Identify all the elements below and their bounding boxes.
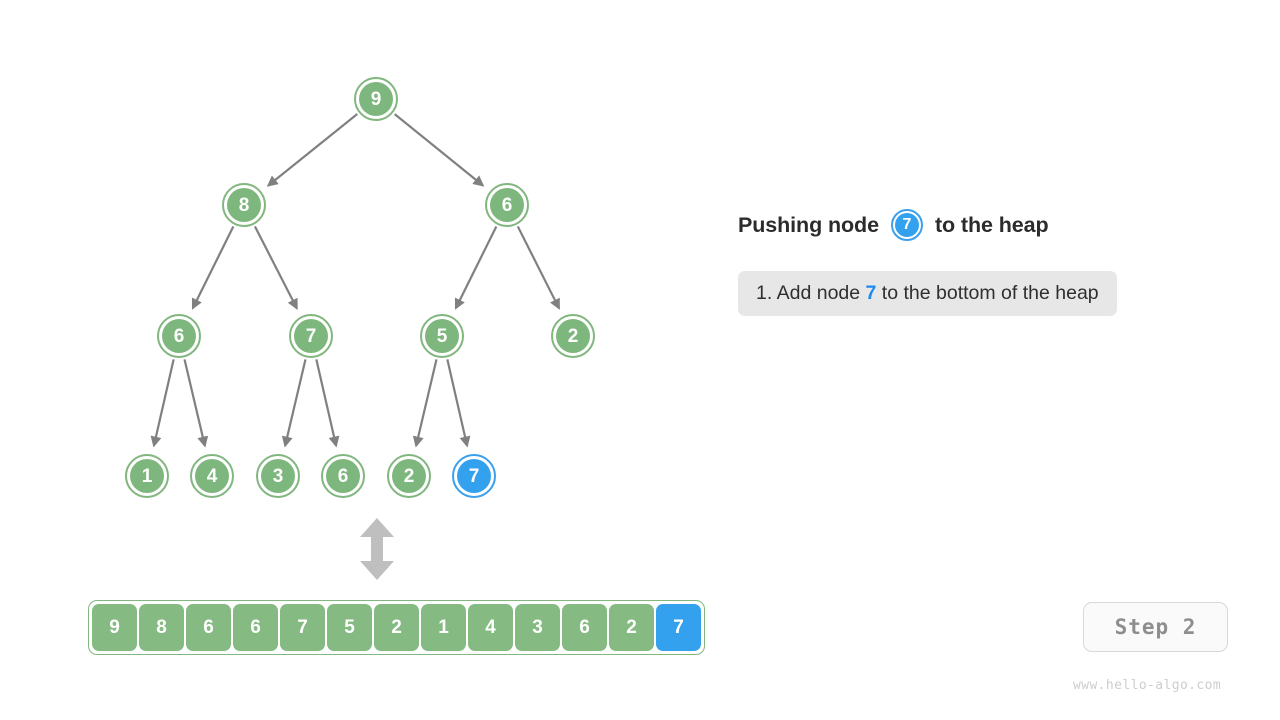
tree-node: 2 [551, 314, 595, 358]
tree-node-label: 9 [370, 88, 382, 110]
tree-node-label: 3 [272, 465, 284, 487]
tree-node-fill [392, 459, 426, 493]
tree-edge [150, 359, 175, 448]
tree-node: 7 [452, 454, 496, 498]
tree-node-fill [425, 319, 459, 353]
tree-edge [516, 225, 561, 310]
array-cell: 6 [562, 604, 607, 651]
tree-node-fill [556, 319, 590, 353]
tree-node-label: 4 [206, 465, 218, 487]
tree-node-fill [294, 319, 328, 353]
tree-node: 7 [289, 314, 333, 358]
tree-node: 4 [190, 454, 234, 498]
tree-edge [281, 359, 307, 448]
tree-node-label: 7 [468, 465, 480, 487]
tree-node-label: 2 [567, 325, 579, 347]
tree-edge [191, 226, 235, 310]
watermark: www.hello-algo.com [1073, 678, 1221, 693]
tree-node-fill [490, 188, 524, 222]
heading-prefix: Pushing node [738, 212, 879, 237]
array-cell: 8 [139, 604, 184, 651]
step-list: 1. Add node 7 to the bottom of the heap [738, 271, 1208, 317]
tree-node: 1 [125, 454, 169, 498]
tree-node-label: 6 [501, 194, 513, 216]
tree-node-label: 8 [238, 194, 250, 216]
tree-node-fill [195, 459, 229, 493]
tree-edge [393, 113, 485, 187]
tree-edge [412, 359, 438, 448]
step-prefix: 1. Add node [756, 282, 866, 304]
tree-node-label: 6 [173, 325, 185, 347]
array-cell: 3 [515, 604, 560, 651]
tree-node-fill [227, 188, 261, 222]
tree-node: 5 [420, 314, 464, 358]
panel-heading: Pushing node 7 to the heap [738, 205, 1208, 245]
tree-edge [446, 359, 471, 448]
array-cell: 6 [233, 604, 278, 651]
array-cell: 2 [374, 604, 419, 651]
tree-node-label: 2 [403, 465, 415, 487]
array-cell: 6 [186, 604, 231, 651]
tree-node: 3 [256, 454, 300, 498]
double-arrow-icon [360, 518, 394, 580]
tree-edge [266, 113, 358, 187]
tree-node-fill [359, 82, 393, 116]
array-cell: 2 [609, 604, 654, 651]
array-cell: 4 [468, 604, 513, 651]
tree-node-label: 5 [436, 325, 448, 347]
binary-tree-diagram [150, 113, 561, 448]
tree-edge [315, 359, 340, 448]
watermark-label: www.hello-algo.com [1073, 678, 1222, 693]
step-suffix: to the bottom of the heap [876, 282, 1099, 304]
tree-edge [454, 226, 498, 310]
tree-node-fill [162, 319, 196, 353]
heading-node-badge-fill [894, 213, 919, 237]
array-cell: 7 [280, 604, 325, 651]
array-cell: 5 [327, 604, 372, 651]
array-cell: 7 [656, 604, 701, 651]
tree-node-fill [457, 459, 491, 493]
tree-edge [253, 225, 298, 310]
tree-node-label: 6 [337, 465, 349, 487]
array-cell: 9 [92, 604, 137, 651]
tree-node: 6 [485, 183, 529, 227]
tree-node-fill [326, 459, 360, 493]
tree-node: 9 [354, 77, 398, 121]
array-cell: 1 [421, 604, 466, 651]
tree-node-label: 7 [305, 325, 317, 347]
tree-node: 6 [321, 454, 365, 498]
step-highlight-value: 7 [865, 282, 877, 304]
tree-node-fill [130, 459, 164, 493]
tree-node-label: 1 [141, 465, 153, 487]
step-counter-label: Step 2 [1114, 615, 1197, 639]
heading-node-badge: 7 [890, 209, 923, 241]
tree-edge [183, 359, 209, 448]
tree-node: 6 [157, 314, 201, 358]
heading-node-badge-label: 7 [902, 216, 912, 233]
step-item: 1. Add node 7 to the bottom of the heap [738, 271, 1117, 317]
step-counter-badge: Step 2 [1083, 602, 1228, 652]
explanation-panel: Pushing node 7 to the heap 1. Add node 7… [738, 205, 1208, 317]
heading-suffix: to the heap [934, 212, 1049, 237]
tree-node: 2 [387, 454, 431, 498]
tree-node-fill [261, 459, 295, 493]
tree-edge-layer [150, 113, 561, 448]
tree-node: 8 [222, 183, 266, 227]
